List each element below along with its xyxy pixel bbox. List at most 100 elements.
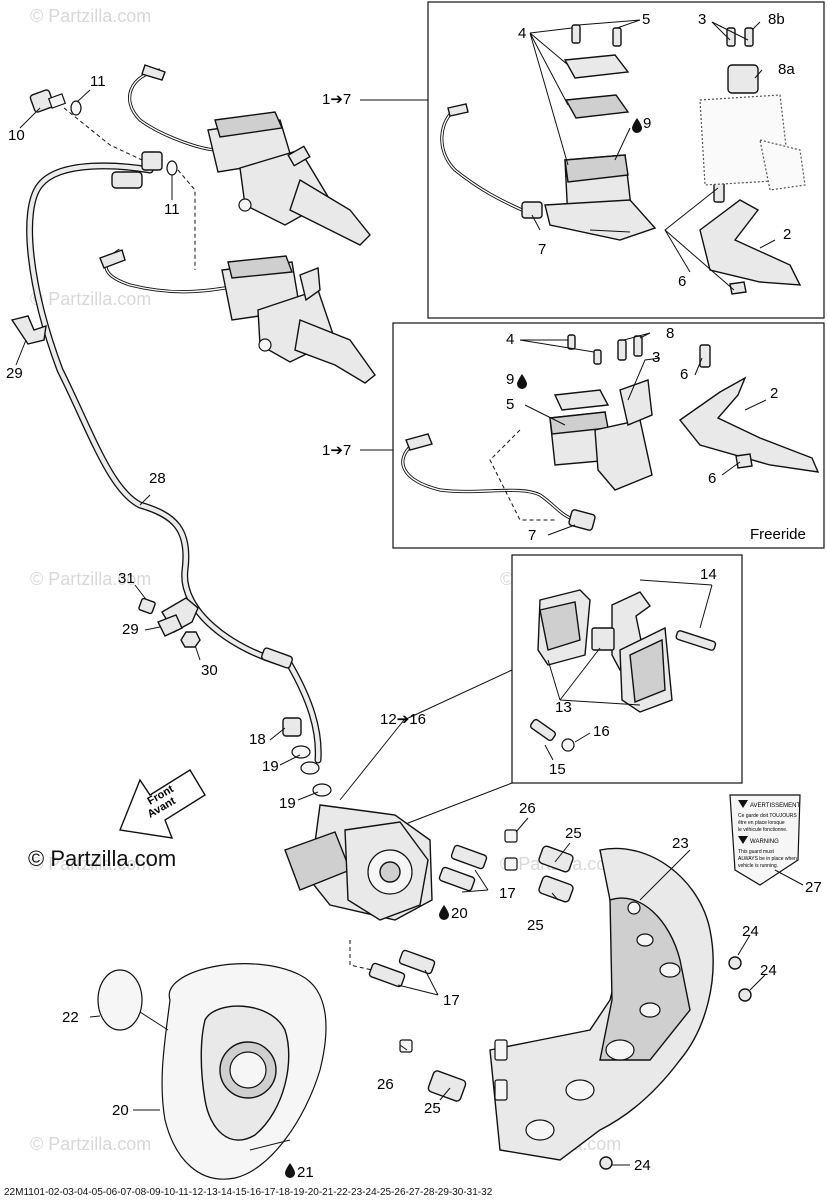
brake-lever-middle: [294, 319, 376, 384]
label-5a: 5: [642, 11, 650, 28]
watermark-9: © Partzilla.com: [30, 1134, 151, 1154]
fluid-drop-icon: [632, 118, 642, 133]
footer-part-codes: 22M1101-02-03-04-05-06-07-08-09-10-11-12…: [4, 1187, 493, 1198]
leader-12to16-b: [403, 669, 513, 721]
label-31: 31: [118, 570, 135, 587]
label-6a: 6: [678, 273, 686, 290]
label-26a: 26: [519, 800, 536, 817]
hose-banjo-top: [111, 171, 143, 189]
label-6b: 6: [680, 366, 688, 383]
label-10: 10: [8, 127, 25, 144]
guard-spacers: [399, 817, 574, 1102]
label-23: 23: [672, 835, 689, 852]
copyright-text: © Partzilla.com: [28, 846, 176, 871]
label-15: 15: [549, 761, 566, 778]
sticker-line5: ALWAYS be in place when: [738, 856, 797, 862]
sticker-line4: This guard must: [738, 849, 774, 855]
bleed-valve-cap: [561, 738, 575, 752]
watermark-7: © Partzilla.com: [30, 854, 151, 874]
label-14: 14: [700, 566, 717, 583]
sealing-washer-top: [70, 100, 82, 116]
label-30: 30: [201, 662, 218, 679]
label-2b: 2: [770, 385, 778, 402]
freeride-label: Freeride: [750, 526, 806, 543]
disc-oring: [97, 969, 143, 1031]
label-6c: 6: [708, 470, 716, 487]
watermark-3: © Partzilla.com: [30, 289, 151, 309]
banjo-bolt: [29, 89, 67, 113]
label-7a: 7: [538, 241, 546, 258]
leader-11a: [76, 89, 91, 103]
brake-pads-group: [537, 579, 717, 713]
label-29a: 29: [6, 365, 23, 382]
bleed-valve-group: [529, 718, 591, 761]
label-26b: 26: [377, 1076, 394, 1093]
leader-28: [139, 494, 151, 506]
label-24c: 24: [634, 1157, 651, 1174]
brake-caliper: [282, 717, 433, 921]
fluid-drop-icon: [285, 1163, 295, 1178]
guard-bolt-a: [728, 956, 742, 970]
leader-19b: [297, 791, 319, 801]
sticker-line1: Ce garde doit TOUJOURS: [738, 813, 797, 819]
leader-29a: [15, 339, 27, 366]
inset1-leaders: [529, 19, 776, 291]
leader-30: [194, 644, 201, 661]
caliper-bolts: [349, 844, 489, 996]
label-8b: 8b: [768, 11, 785, 28]
watermark-1: © Partzilla.com: [30, 6, 151, 26]
sticker-title-fr: AVERTISSEMENT: [750, 803, 800, 809]
label-3a: 3: [698, 11, 706, 28]
label-20b: 20: [112, 1102, 129, 1119]
brake-lever-top: [289, 178, 371, 246]
sticker-line6: vehicle is running.: [738, 863, 778, 869]
leader-10: [19, 107, 41, 129]
label-11a: 11: [90, 73, 106, 90]
master-cylinder-top: [128, 64, 371, 246]
label-24a: 24: [742, 923, 759, 940]
label-25c: 25: [424, 1100, 441, 1117]
label-17a: 17: [499, 885, 516, 902]
banjo-fitting: [141, 151, 163, 171]
label-25a: 25: [565, 825, 582, 842]
label-1to7-mid: 1➔7: [322, 442, 351, 459]
label-9a: 9: [643, 115, 651, 132]
label-11b: 11: [164, 201, 180, 218]
hose-clip: [10, 315, 47, 345]
inset2-parts: [401, 334, 820, 531]
hose-bracket-group: [138, 597, 201, 648]
master-cylinder-middle: [99, 248, 376, 384]
inset2-leaders: [519, 332, 767, 536]
inset1-parts: [440, 24, 806, 295]
label-27: 27: [805, 879, 822, 896]
sealing-washer-lower: [166, 160, 178, 176]
label-9b: 9: [506, 371, 514, 388]
front-arrow-icon: Front Avant: [119, 769, 206, 839]
guard-bolt-c: [599, 1156, 613, 1170]
label-8a: 8a: [778, 61, 795, 78]
sticker-title-en: WARNING: [750, 839, 779, 845]
label-22: 22: [62, 1009, 79, 1026]
bleed-valve: [529, 718, 557, 742]
leader-12to16-a: [339, 719, 405, 801]
label-21: 21: [297, 1164, 314, 1181]
part-labels: 1➔7 1➔7 12➔16 2 2 3 3 4 4 5 5 6 6 6 7 7 …: [6, 11, 822, 1181]
label-5b: 5: [506, 396, 514, 413]
disc-guard: [489, 847, 766, 1170]
sticker-line2: être en place lorsque: [738, 820, 785, 826]
brake-disc: [89, 963, 327, 1180]
label-7b: 7: [528, 527, 536, 544]
leader-caliper-box: [389, 782, 513, 831]
brake-lever-inset1: [699, 199, 802, 286]
label-4b: 4: [506, 331, 514, 348]
label-17b: 17: [443, 992, 460, 1009]
leader-18: [269, 727, 286, 741]
label-3b: 3: [652, 349, 660, 366]
label-2a: 2: [783, 226, 791, 243]
label-1to7-top: 1➔7: [322, 91, 351, 108]
label-16: 16: [593, 723, 610, 740]
label-18: 18: [249, 731, 266, 748]
label-28: 28: [149, 470, 166, 487]
label-12to16: 12➔16: [380, 711, 426, 728]
